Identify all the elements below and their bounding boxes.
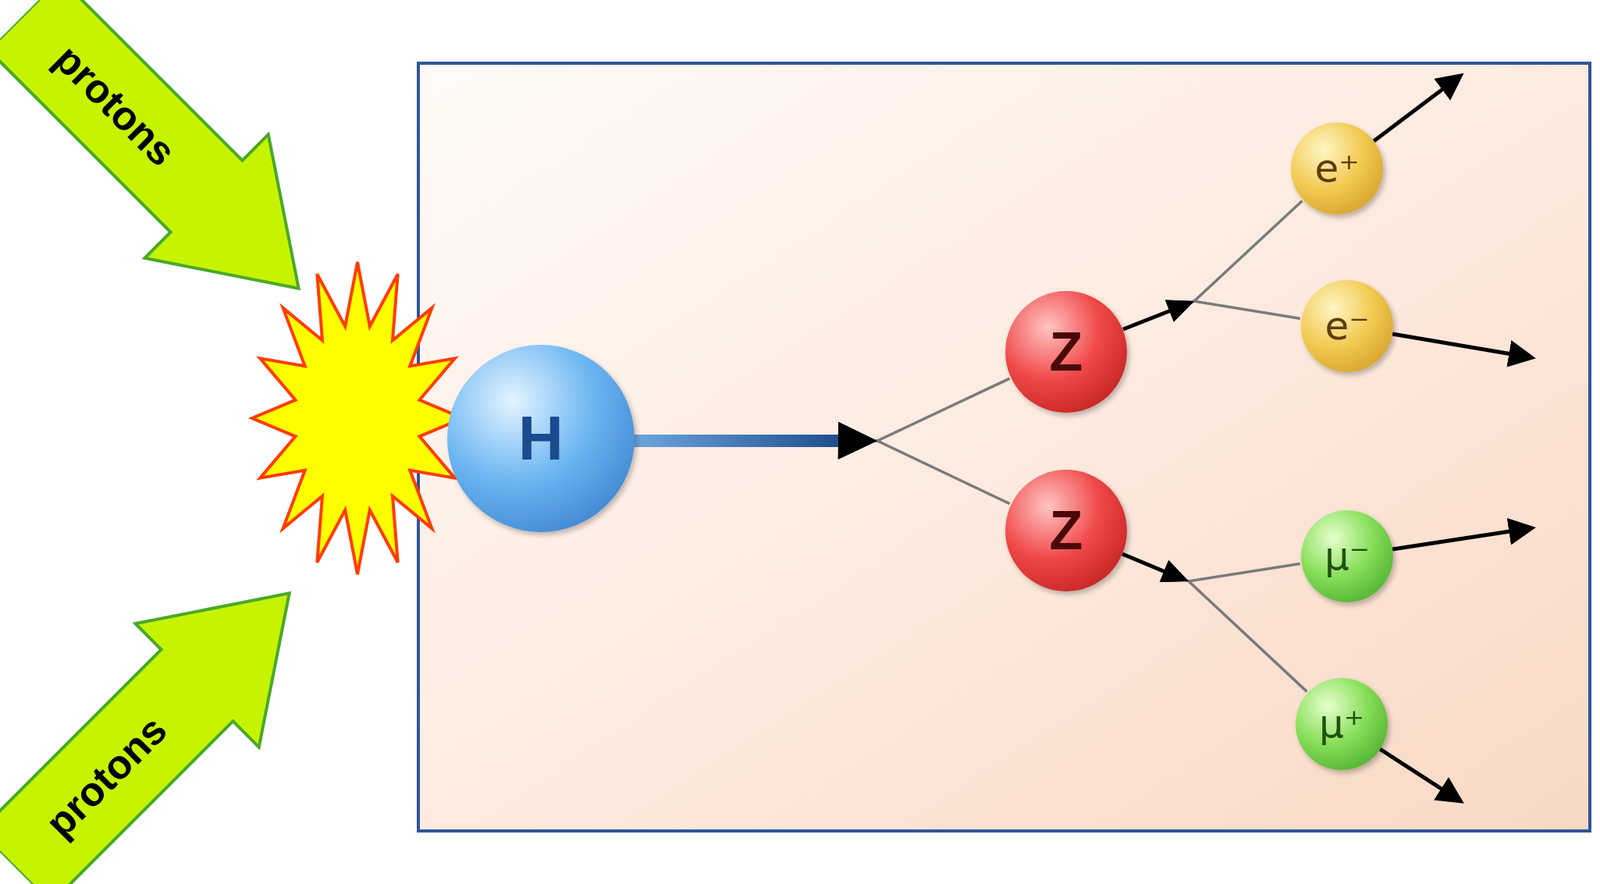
decay-connector-group <box>1123 554 1307 693</box>
muon-circle: μ⁺ <box>1295 678 1388 771</box>
particle-symbol: e⁺ <box>1314 149 1359 189</box>
particle-symbol: e⁻ <box>1324 306 1369 346</box>
electron-circle: e⁻ <box>1301 280 1394 373</box>
arrow-head <box>838 422 878 460</box>
arrow-shape <box>0 531 352 884</box>
lepton-track <box>1392 334 1531 358</box>
z-track <box>1122 554 1166 573</box>
decay-connector-group <box>636 422 1010 505</box>
z-boson-circle: Z <box>1005 291 1128 413</box>
muon-circle: μ⁻ <box>1301 510 1394 603</box>
lepton-track <box>1373 76 1460 142</box>
decay-connector-group <box>1123 554 1301 583</box>
arrow-shape <box>0 0 361 351</box>
decay-connector-group <box>1123 300 1300 330</box>
decay-connector <box>636 378 1010 441</box>
decay-panel <box>418 63 1590 832</box>
decay-connector <box>1123 201 1302 330</box>
arrow-head <box>838 422 878 460</box>
z-track <box>1123 310 1171 330</box>
decay-connector <box>1123 554 1307 693</box>
particle-symbol: μ⁻ <box>1324 536 1370 576</box>
arrow-outline <box>0 0 364 354</box>
particle-symbol: Z <box>1049 503 1084 559</box>
beam-label: protons <box>47 37 184 174</box>
particle-symbol: H <box>518 407 564 470</box>
higgs-circle: H <box>447 344 635 533</box>
particle-symbol: μ⁺ <box>1319 704 1365 744</box>
beam-label: protons <box>38 708 175 845</box>
proton-beam-arrow: protons <box>0 0 364 354</box>
proton-beam-arrow: protons <box>0 528 355 884</box>
decay-connector <box>1123 554 1301 582</box>
lepton-track <box>1392 528 1531 550</box>
decay-connector <box>1123 301 1300 330</box>
decay-connector <box>636 439 1010 505</box>
particle-symbol: Z <box>1049 324 1084 380</box>
electron-circle: e⁺ <box>1290 122 1384 215</box>
lepton-track <box>1379 749 1460 801</box>
higgs-track <box>628 434 839 448</box>
z-boson-circle: Z <box>1005 469 1128 592</box>
decay-connector-group <box>636 378 1010 460</box>
decay-connector-group <box>1123 201 1302 330</box>
collision-star <box>252 262 463 575</box>
